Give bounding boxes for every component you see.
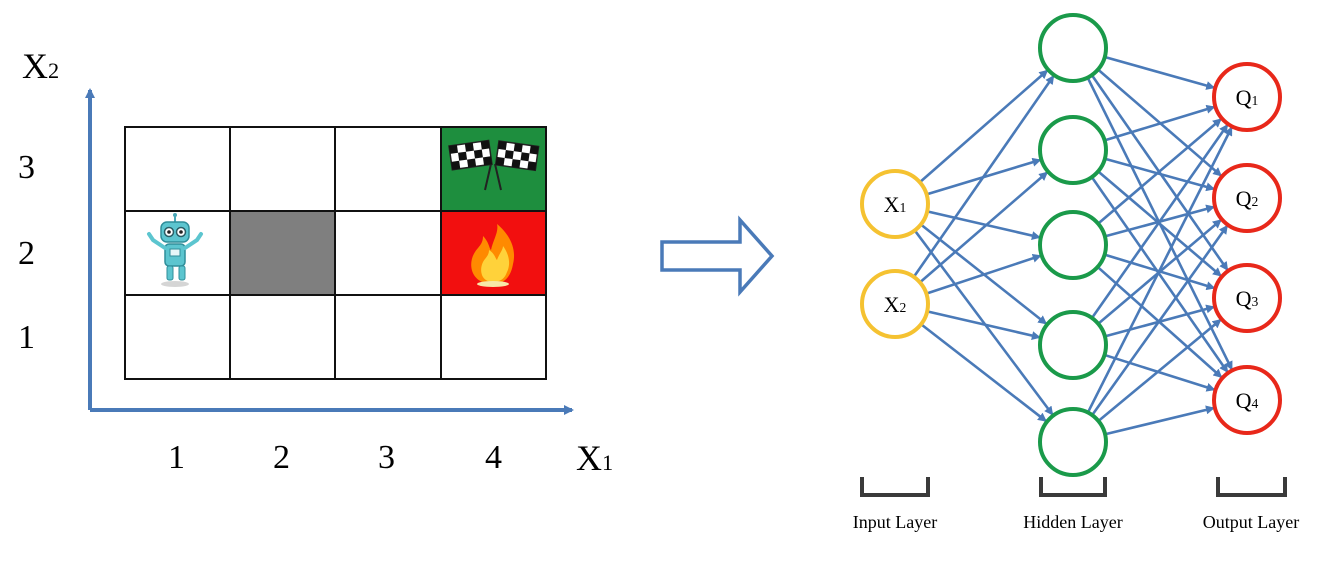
y-tick-label: 3 [18, 149, 35, 186]
output-node [1212, 365, 1282, 435]
hidden-node [1038, 407, 1108, 477]
hidden-layer-label: Hidden Layer [1023, 512, 1122, 532]
y-tick-label: 2 [18, 235, 35, 272]
x-tick-label: 3 [378, 439, 395, 476]
input-node-label: X1 [884, 192, 907, 217]
network-edge [1097, 318, 1222, 422]
output-node-label: Q3 [1236, 286, 1259, 311]
network-edge [926, 310, 1041, 340]
network-edge [1104, 157, 1216, 192]
input-node [860, 269, 930, 339]
network-edge [919, 171, 1049, 284]
grid-world: X2 X1 3 2 1 1 2 3 4 [18, 46, 613, 478]
network-edge [1104, 104, 1216, 142]
output-node [1212, 263, 1282, 333]
input-node [860, 169, 930, 239]
hidden-node [1038, 310, 1108, 380]
network-edge [920, 323, 1047, 423]
network-edge [918, 69, 1049, 184]
right-arrow-icon [660, 215, 775, 297]
network-edge [1097, 118, 1222, 225]
x-tick-label: 2 [273, 439, 290, 476]
network-edge [1104, 405, 1215, 436]
output-node [1212, 163, 1282, 233]
output-layer-label: Output Layer [1203, 512, 1299, 532]
network-edge [1086, 126, 1233, 414]
output-node-label: Q2 [1236, 186, 1259, 211]
output-node-label: Q4 [1236, 388, 1259, 413]
robot-icon [147, 213, 203, 287]
x-axis-label: X1 [576, 438, 613, 478]
network-edge [925, 253, 1042, 295]
hidden-node [1038, 210, 1108, 280]
output-layer-bracket [1216, 477, 1287, 497]
output-node-label: Q1 [1236, 85, 1259, 110]
input-node-label: X2 [884, 292, 907, 317]
network-edge [913, 229, 1054, 416]
checkered-flags-icon [448, 139, 540, 191]
network-edge [926, 210, 1041, 240]
output-node [1212, 62, 1282, 132]
network-edge [1104, 353, 1216, 392]
x-tick-label: 4 [485, 439, 502, 476]
hidden-node [1038, 115, 1108, 185]
y-tick-label: 1 [18, 319, 35, 356]
network-edge [1091, 224, 1229, 416]
network-edge [1104, 55, 1216, 90]
grid-lines [124, 126, 547, 380]
network-edge [912, 75, 1055, 278]
wall-cell [230, 211, 335, 295]
input-layer-bracket [860, 477, 930, 497]
y-axis-label: X2 [22, 46, 59, 86]
hidden-layer-bracket [1039, 477, 1107, 497]
fire-icon [471, 224, 515, 287]
hidden-node [1038, 13, 1108, 83]
network-edge [1090, 124, 1229, 319]
network-edge [1090, 176, 1229, 373]
network-edges [912, 55, 1234, 436]
x-tick-label: 1 [168, 439, 185, 476]
input-layer-label: Input Layer [853, 512, 937, 532]
